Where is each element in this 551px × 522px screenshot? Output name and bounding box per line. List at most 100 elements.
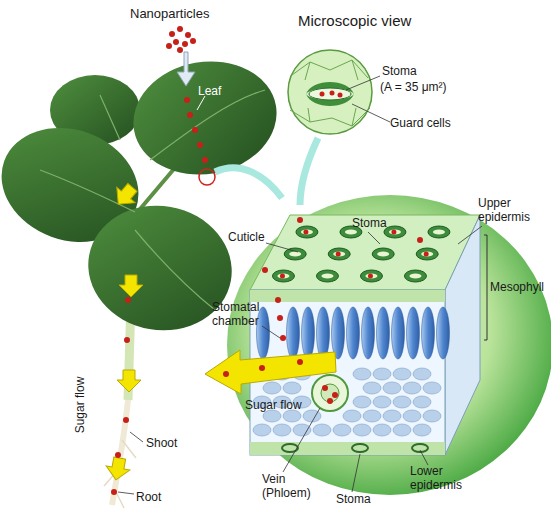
- zoom-marker: [199, 169, 215, 185]
- leader-line: [118, 432, 143, 494]
- spongy-cell: [353, 396, 371, 408]
- part-label: Guard cells: [390, 116, 451, 130]
- closeup-circle: [288, 50, 372, 134]
- nanoparticle: [202, 157, 208, 163]
- part-label: Stoma: [382, 64, 417, 78]
- leader-line: [197, 96, 205, 110]
- nanoparticle: [275, 297, 281, 303]
- nanoparticle: [332, 392, 338, 398]
- nanoparticle: [173, 39, 179, 45]
- nanoparticle: [125, 297, 131, 303]
- nanoparticle: [336, 252, 341, 257]
- nanoparticle: [184, 97, 190, 103]
- surface-stoma: [296, 226, 318, 238]
- nanoparticle: [297, 359, 303, 365]
- palisade-cells: [257, 307, 450, 359]
- spongy-cell: [393, 424, 411, 436]
- palisade-cell: [287, 307, 300, 359]
- spongy-cell: [253, 424, 271, 436]
- spongy-cell: [283, 382, 301, 394]
- spongy-cell: [343, 410, 361, 422]
- part-label: Lower epidermis: [410, 464, 475, 492]
- part-label: Stoma: [336, 492, 371, 506]
- nanoparticle: [303, 230, 308, 235]
- nanoparticle: [190, 38, 196, 44]
- stoma-pore: [333, 252, 345, 257]
- nanoparticle: [262, 267, 268, 273]
- nanoparticle: [424, 252, 429, 257]
- nanoparticle: [115, 452, 121, 458]
- rootlets: [104, 440, 136, 508]
- nanoparticle: [177, 47, 183, 53]
- spongy-cell: [263, 382, 281, 394]
- palisade-cell: [362, 307, 375, 359]
- nanoparticle: [169, 31, 175, 37]
- surface-stoma: [272, 270, 294, 282]
- epidermal-cells: [290, 60, 370, 126]
- nanoparticle: [280, 274, 285, 279]
- title-label: Nanoparticles: [130, 6, 210, 22]
- spongy-cell: [293, 424, 311, 436]
- zoom-swoosh: [300, 138, 318, 205]
- nanoparticles: [111, 26, 423, 495]
- part-label: Mesophyll: [490, 280, 544, 294]
- nanoparticle: [259, 365, 265, 371]
- palisade-cell: [392, 307, 405, 359]
- palisade-cell: [407, 307, 420, 359]
- surface-stoma: [360, 270, 382, 282]
- side-face: [445, 215, 480, 455]
- nanoparticle: [185, 32, 191, 38]
- stoma-pore: [365, 274, 377, 279]
- organ-label: Root: [136, 490, 161, 504]
- flow-arrow: [117, 370, 141, 392]
- spongy-cell: [423, 410, 441, 422]
- root: [112, 400, 128, 505]
- surface-stoma: [372, 248, 394, 260]
- flow-arrow: [104, 456, 131, 482]
- nanoparticle: [368, 274, 373, 279]
- surface-stoma: [404, 270, 426, 282]
- nanoparticle: [124, 337, 130, 343]
- upper-surface: [250, 215, 480, 290]
- palisade-cell: [437, 307, 450, 359]
- nanoparticle: [320, 92, 325, 97]
- stoma-pore: [421, 252, 433, 257]
- nanoparticle: [111, 489, 117, 495]
- spongy-cell: [383, 382, 401, 394]
- flow-arrows: [104, 180, 143, 482]
- spongy-cell: [363, 410, 381, 422]
- spongy-cell: [273, 424, 291, 436]
- part-label: Cuticle: [228, 230, 265, 244]
- nanoparticle: [166, 43, 172, 49]
- nanoparticle: [123, 417, 129, 423]
- nanoparticle: [391, 230, 396, 235]
- palisade-cell: [302, 307, 315, 359]
- nanoparticle: [330, 91, 335, 96]
- nanoparticle: [182, 41, 188, 47]
- spongy-cell: [303, 410, 321, 422]
- stoma-pore: [345, 230, 357, 235]
- surface-stomata: [272, 226, 449, 282]
- flow-arrow: [119, 275, 143, 297]
- surface-stoma: [416, 248, 438, 260]
- leader-line: [262, 226, 482, 492]
- spongy-cell: [393, 368, 411, 380]
- nanoparticle: [280, 335, 286, 341]
- part-label: Vein (Phloem): [262, 472, 317, 500]
- spongy-cell: [393, 396, 411, 408]
- stoma-pore: [433, 230, 445, 235]
- spongy-cell: [313, 424, 331, 436]
- part-label: Stoma: [352, 216, 387, 230]
- spongy-cell: [363, 382, 381, 394]
- upper-epidermis: [250, 290, 445, 302]
- nanoparticle: [197, 142, 203, 148]
- stoma-pore: [289, 252, 301, 257]
- flow-label: Sugar flow: [73, 377, 87, 434]
- spongy-cell: [423, 382, 441, 394]
- organ-label: Leaf: [198, 84, 221, 98]
- nanoparticle: [277, 315, 283, 321]
- surface-stoma: [328, 248, 350, 260]
- spongy-cell: [413, 368, 431, 380]
